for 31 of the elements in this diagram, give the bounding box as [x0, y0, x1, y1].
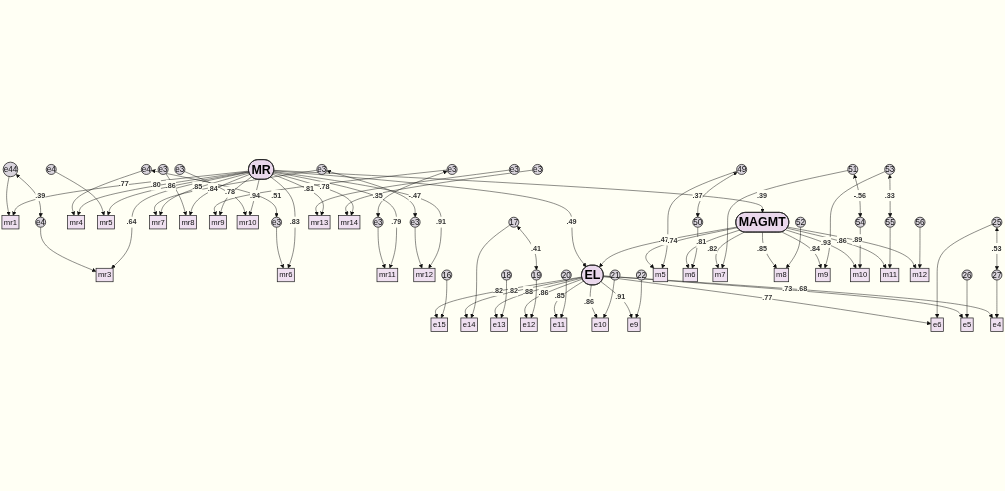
node-circle: 56 [914, 216, 926, 228]
node-circle: 53 [884, 164, 896, 175]
node-circle: e3 [508, 164, 520, 175]
node-circle: e4 [45, 164, 57, 175]
node-circle: 17 [508, 216, 520, 228]
node-circle: e3 [157, 164, 169, 175]
node-circle: 52 [795, 216, 806, 228]
node-circle: e3 [174, 164, 186, 175]
node-circle: e3 [271, 216, 282, 228]
node-circle: 49 [736, 164, 748, 175]
node-circle: 54 [854, 216, 866, 228]
node-circle: 20 [560, 269, 572, 281]
node-circle: e4 [35, 216, 46, 228]
node-circle: e44 [2, 161, 19, 178]
node-circle: 16 [441, 269, 453, 281]
node-circle: 51 [847, 164, 859, 175]
node-circle: 22 [636, 269, 647, 281]
node-circle: e4 [140, 164, 152, 175]
node-circle: e3 [446, 164, 458, 175]
node-circle: e3 [409, 216, 421, 228]
node-circle: 19 [531, 269, 542, 281]
node-circle: 21 [609, 269, 621, 281]
node-circle: 18 [501, 269, 512, 281]
node-circle: 27 [991, 269, 1003, 281]
node-circle: 26 [961, 269, 973, 281]
node-circle: e3 [532, 164, 544, 175]
node-circle: e3 [316, 164, 328, 175]
node-circle: 50 [692, 216, 704, 228]
node-circle: 25 [991, 216, 1003, 228]
node-circle: e3 [372, 216, 384, 228]
node-circle: 55 [884, 216, 896, 228]
